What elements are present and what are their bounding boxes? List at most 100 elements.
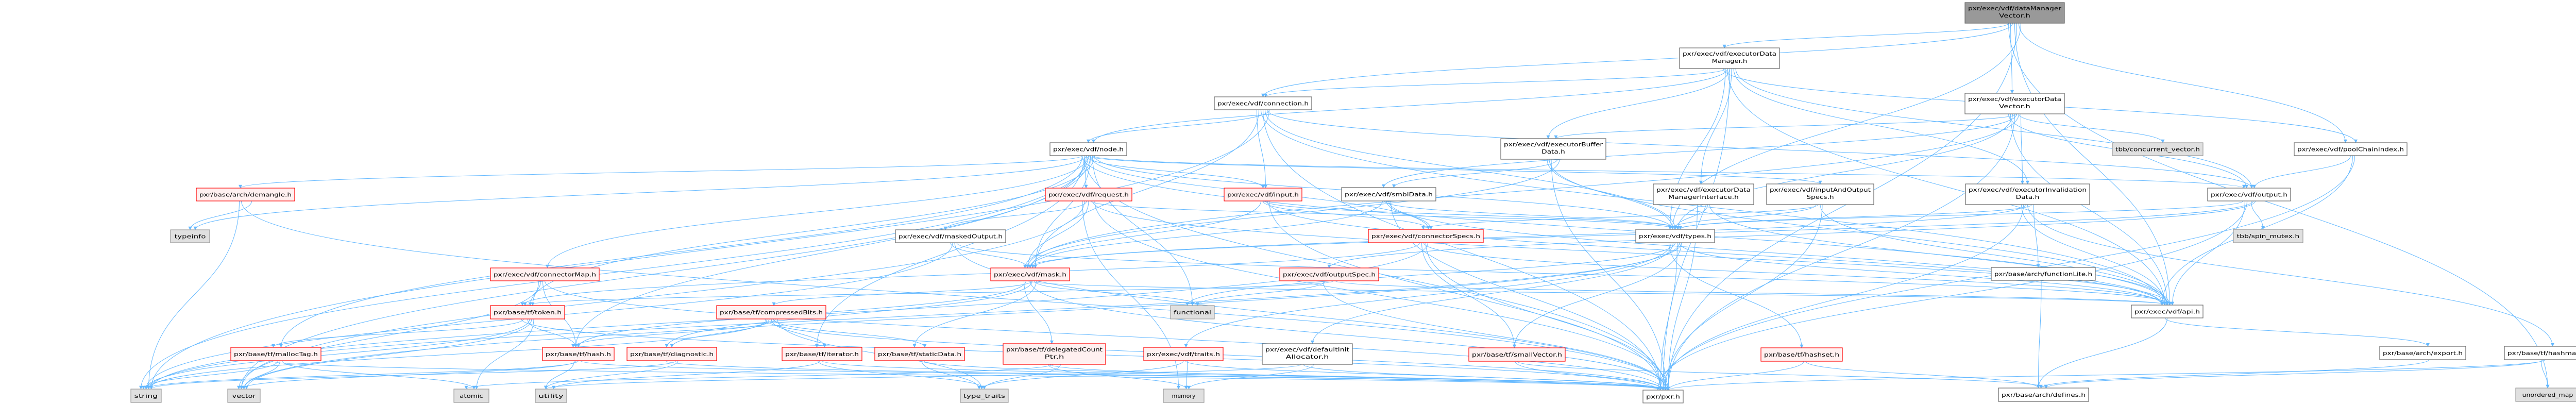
dependency-edge: [1517, 361, 2048, 389]
dependency-edge: [1024, 280, 1054, 344]
node-pxr-base-tf-hashmap-h[interactable]: pxr/base/tf/hashmap.h: [2504, 346, 2576, 360]
node-label: pxr/base/tf/diagnostic.h: [630, 351, 714, 358]
node-label: ManagerInterface.h: [1668, 194, 1739, 200]
dependency-edge: [2541, 359, 2550, 389]
node-pxr-exec-vdf-types-h[interactable]: pxr/exec/vdf/types.h: [1635, 229, 1715, 243]
dependency-edge: [1388, 200, 2164, 306]
node-pxr-base-tf-hash-h[interactable]: pxr/base/tf/hash.h: [542, 347, 615, 361]
dependency-edge: [1735, 68, 2253, 189]
node-pxr-base-arch-export-h[interactable]: pxr/base/arch/export.h: [2379, 346, 2466, 360]
node-label: pxr/base/tf/iterator.h: [785, 351, 859, 358]
node-label: pxr/exec/vdf/input.h: [1227, 192, 1299, 198]
node-pxr-base-tf-token-h[interactable]: pxr/base/tf/token.h: [490, 305, 565, 319]
node-pxr-base-tf-diagnostic-h[interactable]: pxr/base/tf/diagnostic.h: [626, 347, 717, 361]
dependency-edge: [1265, 109, 1677, 230]
node-pxr-base-arch-demangle-h[interactable]: pxr/base/arch/demangle.h: [196, 188, 295, 201]
node-pxr-exec-vdf-traits-h[interactable]: pxr/exec/vdf/traits.h: [1143, 347, 1224, 361]
node-box: [2207, 188, 2291, 201]
dependency-edge: [1515, 361, 1665, 391]
dependency-edge: [2014, 23, 2172, 306]
dependency-edge: [237, 280, 541, 390]
node-pxr-exec-vdf-executordatamanagerinterface-h[interactable]: pxr/exec/vdf/executorDataManagerInterfac…: [1653, 183, 1754, 205]
dependency-edge: [1384, 200, 1680, 230]
node-pxr-base-tf-smallvector-h[interactable]: pxr/base/tf/smallVector.h: [1468, 347, 1566, 362]
dependency-edge: [1658, 242, 1677, 391]
node-box: [1635, 229, 1715, 243]
node-pxr-base-tf-hashset-h[interactable]: pxr/base/tf/hashset.h: [1760, 347, 1843, 362]
dependency-edge: [943, 200, 1087, 230]
node-pxr-exec-vdf-poolchainindex-h[interactable]: pxr/exec/vdf/poolChainIndex.h: [2294, 142, 2408, 156]
node-box: [1143, 347, 1224, 361]
dependency-edge: [580, 360, 1668, 391]
node-label: pxr/pxr.h: [1646, 394, 1680, 400]
node-label: pxr/exec/vdf/executorData: [1968, 96, 2061, 103]
node-pxr-base-tf-staticdata-h[interactable]: pxr/base/tf/staticData.h: [874, 347, 965, 361]
node-pxr-exec-vdf-outputspec-h[interactable]: pxr/exec/vdf/outputSpec.h: [1279, 267, 1379, 281]
node-box: [535, 389, 567, 403]
dependency-edge: [544, 360, 679, 390]
node-pxr-exec-vdf-mask-h[interactable]: pxr/exec/vdf/mask.h: [990, 267, 1070, 281]
dependency-edge: [2171, 200, 2245, 306]
node-pxr-base-arch-defines-h[interactable]: pxr/base/arch/defines.h: [1998, 388, 2089, 402]
dependency-edge: [1090, 200, 1677, 230]
dependency-edge: [1722, 23, 2009, 48]
node-label: tbb/spin_mutex.h: [2237, 233, 2300, 240]
node-box: [490, 267, 600, 281]
dependency-edge: [1311, 242, 1673, 344]
dependency-edge: [242, 242, 1680, 390]
dependency-edge: [1666, 361, 1804, 391]
node-label: Allocator.h: [1286, 354, 1329, 360]
node-label: utility: [538, 393, 564, 399]
node-pxr-base-tf-compressedbits-h[interactable]: pxr/base/tf/compressedBits.h: [716, 305, 826, 319]
dependency-edge: [1261, 109, 2164, 306]
node-pxr-pxr-h[interactable]: pxr/pxr.h: [1642, 390, 1684, 403]
dependency-edge: [279, 155, 1082, 348]
node-label: functional: [1174, 310, 1211, 316]
dependency-edge: [1094, 200, 1670, 391]
node-pxr-base-arch-functionlite-h[interactable]: pxr/base/arch/functionLite.h: [1991, 267, 2096, 281]
dependency-edge: [1030, 280, 1670, 391]
node-pxr-exec-vdf-input-h[interactable]: pxr/exec/vdf/input.h: [1224, 188, 1302, 201]
dependency-edge: [921, 360, 981, 390]
node-label: pxr/base/tf/mallocTag.h: [234, 351, 318, 358]
node-pxr-exec-vdf-request-h[interactable]: pxr/exec/vdf/request.h: [1045, 188, 1132, 201]
node-pxr-exec-vdf-node-h[interactable]: pxr/exec/vdf/node.h: [1049, 142, 1127, 156]
dependency-edge: [1323, 280, 1668, 391]
dependency-edge: [2165, 317, 2430, 347]
node-label: pxr/exec/vdf/mask.h: [994, 272, 1066, 278]
node-box: [2131, 305, 2204, 318]
node-typeinfo: typeinfo: [170, 229, 210, 243]
node-box: [453, 389, 489, 403]
node-pxr-exec-vdf-output-h[interactable]: pxr/exec/vdf/output.h: [2207, 188, 2291, 201]
node-label: pxr/base/arch/demangle.h: [199, 192, 292, 198]
node-pxr-base-tf-iterator-h[interactable]: pxr/base/tf/iterator.h: [782, 347, 862, 361]
node-pxr-exec-vdf-maskedoutput-h[interactable]: pxr/exec/vdf/maskedOutput.h: [895, 229, 1006, 243]
node-pxr-exec-vdf-connectorspecs-h[interactable]: pxr/exec/vdf/connectorSpecs.h: [1368, 229, 1484, 243]
node-pxr-exec-vdf-connectormap-h[interactable]: pxr/exec/vdf/connectorMap.h: [490, 267, 600, 281]
dependency-edge: [1028, 280, 2172, 306]
node-box: [1964, 2, 2065, 24]
node-box: [1500, 138, 1606, 160]
node-tbb-concurrent-vector-h: tbb/concurrent_vector.h: [2112, 142, 2204, 156]
node-pxr-exec-vdf-api-h[interactable]: pxr/exec/vdf/api.h: [2131, 305, 2204, 318]
node-label: pxr/base/tf/hashmap.h: [2507, 350, 2576, 357]
node-label: pxr/exec/vdf/traits.h: [1147, 351, 1220, 358]
node-box: [2515, 388, 2576, 402]
node-pxr-base-tf-malloctag-h[interactable]: pxr/base/tf/mallocTag.h: [230, 347, 321, 361]
node-box: [1679, 47, 1780, 69]
dependency-edge: [2039, 359, 2429, 389]
node-pxr-exec-vdf-smbldata-h[interactable]: pxr/exec/vdf/smblData.h: [1341, 187, 1436, 201]
node-memory: memory: [1163, 389, 1205, 403]
node-box: [990, 267, 1070, 281]
dependency-edge: [2010, 113, 2169, 306]
dependency-edge: [188, 200, 252, 230]
node-pxr-exec-vdf-connection-h[interactable]: pxr/exec/vdf/connection.h: [1214, 96, 1312, 110]
